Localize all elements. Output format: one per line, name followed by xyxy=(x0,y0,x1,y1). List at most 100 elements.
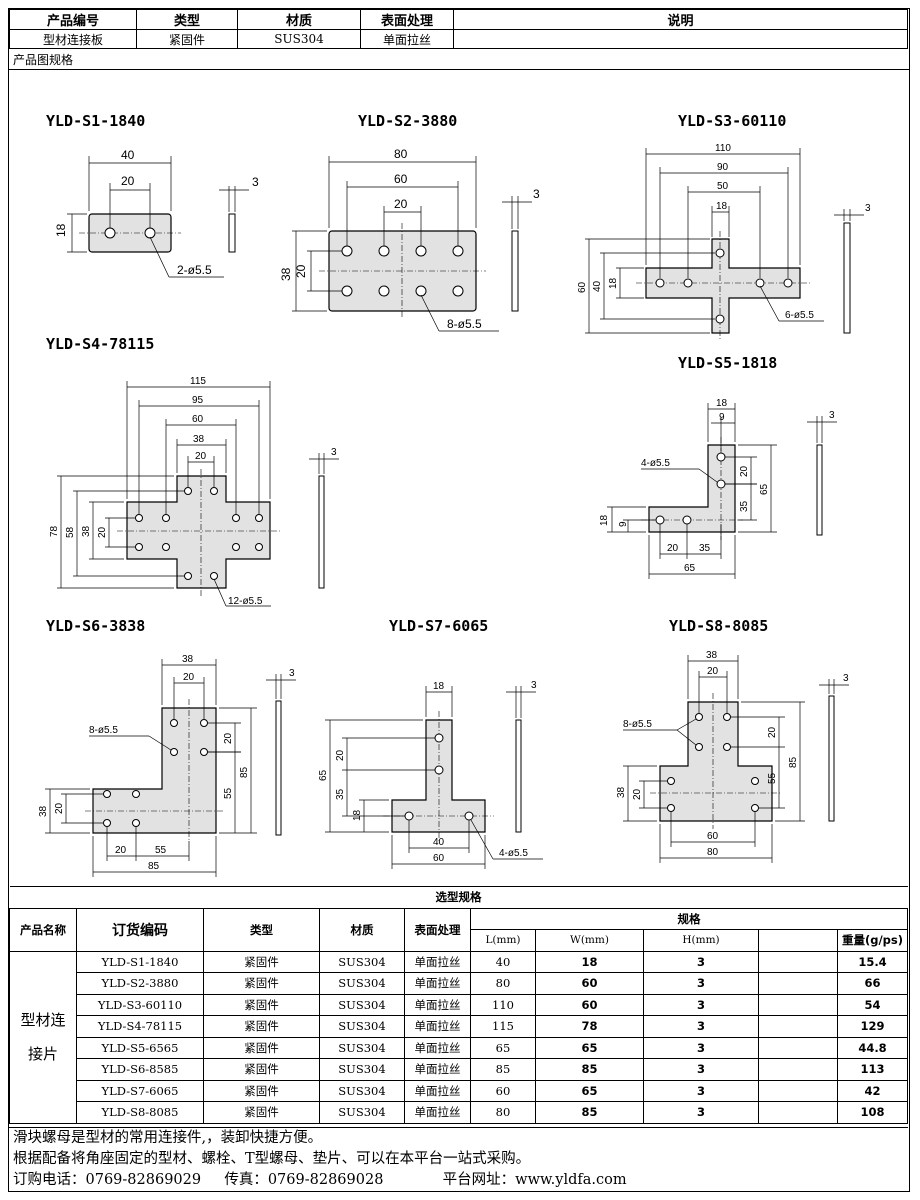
cell-w: 65 xyxy=(535,1079,644,1102)
part-title: YLD-S6-3838 xyxy=(46,617,145,635)
part-title: YLD-S7-6065 xyxy=(389,617,488,635)
hole xyxy=(655,515,665,525)
dim-label: 60 xyxy=(433,853,445,864)
hole-callout: 12-ø5.5 xyxy=(228,596,263,607)
dim-label: 38 xyxy=(182,654,194,665)
order-phone: 订购电话：0769-82869029 xyxy=(13,1172,202,1188)
dim-label: 20 xyxy=(121,174,135,188)
spec-col-name: 产品名称 xyxy=(9,907,77,952)
hole xyxy=(716,452,726,462)
cell-code: YLD-S5-6565 xyxy=(76,1036,204,1059)
cell-code: YLD-S4-78115 xyxy=(76,1015,204,1038)
cell-code: YLD-S3-60110 xyxy=(76,993,204,1016)
part-title: YLD-S8-8085 xyxy=(669,617,768,635)
cell-type: 紧固件 xyxy=(203,1058,320,1081)
dim-label: 35 xyxy=(739,500,750,512)
cell-type: 紧固件 xyxy=(203,972,320,995)
cell-material: SUS304 xyxy=(319,950,405,973)
dim-label: 20 xyxy=(54,802,65,814)
dim-label: 78 xyxy=(49,525,60,537)
cell-l: 65 xyxy=(470,1036,536,1059)
dim-label: 65 xyxy=(318,769,329,781)
cell-surface: 单面拉丝 xyxy=(404,1036,471,1059)
cell-weight: 113 xyxy=(837,1058,908,1081)
cell-code: YLD-S7-6065 xyxy=(76,1079,204,1102)
part-s5: YLD-S5-1818 18 9 4-ø5.5 20 65 35 xyxy=(599,354,837,579)
spec-col-h: H(mm) xyxy=(643,929,759,952)
cell-blank xyxy=(758,1079,838,1102)
dim-label: 90 xyxy=(717,162,729,173)
note-line: 根据配备将角座固定的型材、螺栓、T型螺母、垫片、可以在本平台一站式采购。 xyxy=(13,1151,531,1167)
plate-outline xyxy=(92,707,217,834)
cell-h: 3 xyxy=(643,1079,759,1102)
header-val-material: SUS304 xyxy=(237,29,361,49)
dim-label: 3 xyxy=(289,668,295,679)
cell-blank xyxy=(758,950,838,973)
dim-label: 50 xyxy=(717,181,729,192)
cell-code: YLD-S6-8585 xyxy=(76,1058,204,1081)
cell-h: 3 xyxy=(643,993,759,1016)
header-val-product-no: 型材连接板 xyxy=(9,29,137,49)
cell-surface: 单面拉丝 xyxy=(404,993,471,1016)
cell-h: 3 xyxy=(643,1015,759,1038)
hole xyxy=(434,733,444,743)
dim-label: 20 xyxy=(707,666,719,677)
header-val-type: 紧固件 xyxy=(136,29,238,49)
part-s7: YLD-S7-6065 18 65 20 35 18 40 xyxy=(318,617,543,869)
website-link[interactable]: 平台网址：www.yldfa.com xyxy=(442,1172,627,1188)
cell-l: 110 xyxy=(470,993,536,1016)
cell-weight: 66 xyxy=(837,972,908,995)
drawing-caption: 产品图规格 xyxy=(9,51,909,70)
cell-weight: 108 xyxy=(837,1101,908,1124)
contact-line: 订购电话：0769-82869029 传真：0769-82869028 平台网址… xyxy=(13,1170,908,1191)
hole xyxy=(464,811,474,821)
cell-surface: 单面拉丝 xyxy=(404,1015,471,1038)
dim-label: 20 xyxy=(294,264,308,278)
dim-label: 3 xyxy=(843,673,849,684)
dim-label: 55 xyxy=(155,845,167,856)
table-row: YLD-S7-6065 紧固件 SUS304 单面拉丝 60 65 3 42 xyxy=(10,1079,908,1102)
dim-label: 65 xyxy=(684,563,696,574)
side-view xyxy=(515,719,522,833)
hole-callout: 6-ø5.5 xyxy=(785,310,814,321)
dim-label: 85 xyxy=(788,756,799,768)
dim-label: 38 xyxy=(616,786,627,798)
cell-surface: 单面拉丝 xyxy=(404,950,471,973)
cell-blank xyxy=(758,1036,838,1059)
hole-callout: 8-ø5.5 xyxy=(89,725,118,736)
cell-blank xyxy=(758,993,838,1016)
cell-blank xyxy=(758,972,838,995)
spec-col-type: 类型 xyxy=(203,907,320,952)
hole xyxy=(716,479,726,489)
dim-label: 3 xyxy=(865,203,871,214)
cell-code: YLD-S2-3880 xyxy=(76,972,204,995)
part-title: YLD-S2-3880 xyxy=(358,112,457,130)
cell-type: 紧固件 xyxy=(203,1036,320,1059)
cell-h: 3 xyxy=(643,1058,759,1081)
dim-label: 9 xyxy=(719,412,725,423)
cell-w: 85 xyxy=(535,1101,644,1124)
part-s1: YLD-S1-1840 40 20 18 3 2-ø5.5 xyxy=(46,112,259,278)
hole-callout: 4-ø5.5 xyxy=(499,848,528,859)
dim-label: 65 xyxy=(759,483,770,495)
dim-label: 60 xyxy=(707,831,719,842)
dim-label: 38 xyxy=(279,267,293,281)
spec-col-weight: 重量(g/ps) xyxy=(837,929,908,952)
spec-col-spec: 规格 xyxy=(470,907,908,930)
header-val-desc xyxy=(453,29,908,49)
dim-label: 38 xyxy=(38,805,49,817)
cell-material: SUS304 xyxy=(319,1036,405,1059)
spec-col-surface: 表面处理 xyxy=(404,907,471,952)
cell-w: 85 xyxy=(535,1058,644,1081)
header-col-type: 类型 xyxy=(136,9,238,30)
part-s4: YLD-S4-78115 115 95 60 38 xyxy=(46,335,339,607)
table-row: YLD-S5-6565 紧固件 SUS304 单面拉丝 65 65 3 44.8 xyxy=(10,1036,908,1059)
side-view xyxy=(843,222,851,334)
cell-w: 78 xyxy=(535,1015,644,1038)
header-table: 产品编号 类型 材质 表面处理 说明 型材连接板 紧固件 SUS304 单面拉丝 xyxy=(9,9,908,49)
header-col-desc: 说明 xyxy=(453,9,908,30)
dim-label: 18 xyxy=(716,398,728,409)
side-view xyxy=(275,700,282,836)
dim-label: 20 xyxy=(195,451,207,462)
cell-l: 80 xyxy=(470,1101,536,1124)
